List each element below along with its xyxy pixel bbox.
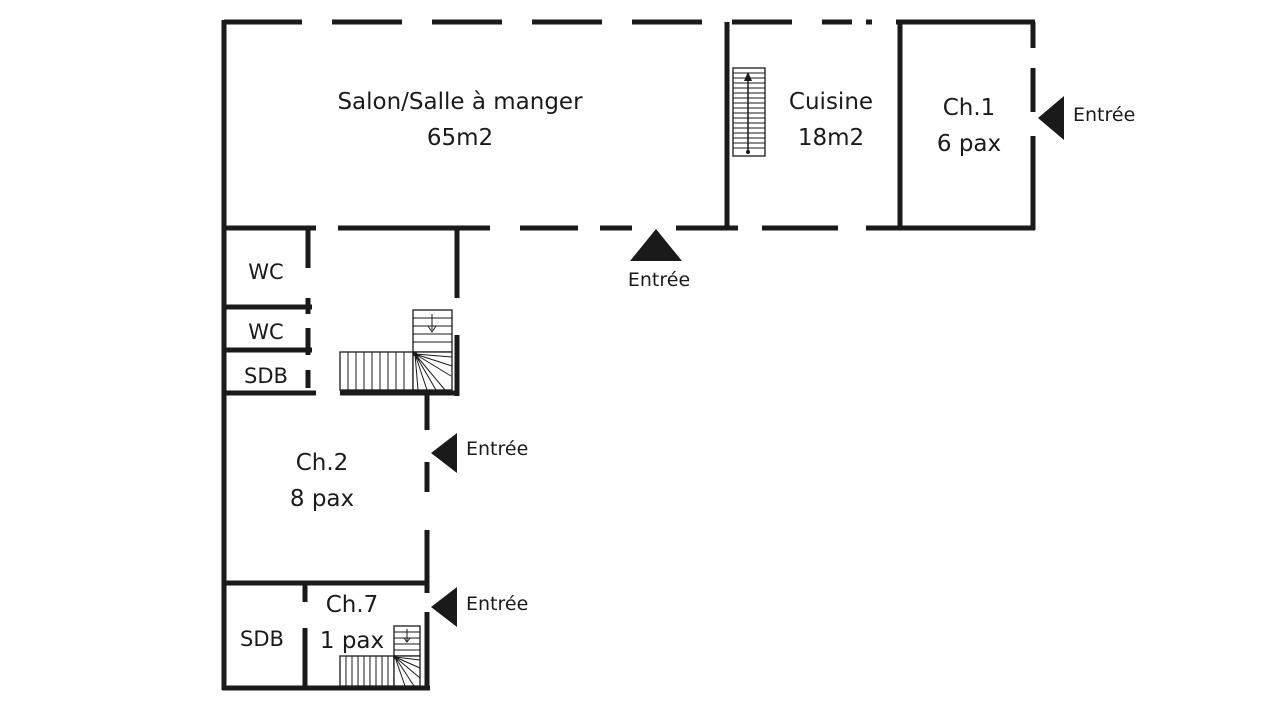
entrance-ch7-arrow [431, 587, 457, 627]
salon-name: Salon/Salle à manger [337, 89, 583, 115]
entrance-ch1-label: Entrée [1073, 104, 1135, 126]
ch2-capacity: 8 pax [290, 486, 354, 512]
cuisine-area: 18m2 [798, 125, 864, 151]
wc1-name: WC [248, 260, 283, 284]
ch7-capacity: 1 pax [320, 628, 384, 654]
ch1-name: Ch.1 [943, 95, 996, 121]
staircase-ch7 [339, 625, 421, 687]
salon-area: 65m2 [427, 125, 493, 151]
walls [221, 19, 1036, 691]
sdb1-name: SDB [244, 364, 288, 388]
entrance-ch2-arrow [431, 433, 457, 473]
staircase-straight [732, 67, 766, 157]
entrance-ch1-arrow [1038, 96, 1064, 140]
entrance-ch2-label: Entrée [466, 438, 528, 460]
sdb2-name: SDB [240, 627, 284, 651]
entrance-main-label: Entrée [628, 269, 690, 291]
staircase-hallway [339, 309, 453, 391]
cuisine-name: Cuisine [789, 89, 873, 115]
entrance-main-arrow [630, 229, 682, 261]
ch7-name: Ch.7 [326, 592, 379, 618]
wc2-name: WC [248, 320, 283, 344]
ch1-capacity: 6 pax [937, 131, 1001, 157]
entrance-ch7-label: Entrée [466, 593, 528, 615]
ch2-name: Ch.2 [296, 450, 349, 476]
